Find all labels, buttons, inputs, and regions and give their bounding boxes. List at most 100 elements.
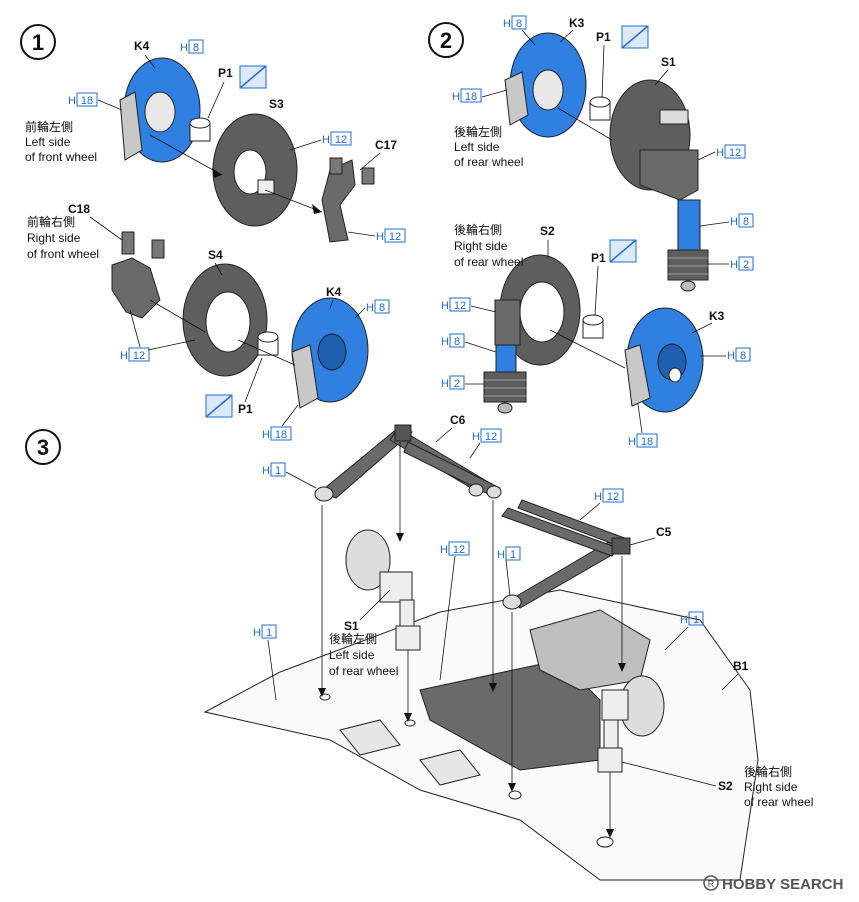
svg-text:1: 1: [266, 627, 272, 639]
label-s4: S4: [208, 248, 223, 262]
caliper-bottom: [291, 344, 319, 409]
svg-text:12: 12: [607, 491, 619, 503]
hcode-h18: H 18: [452, 88, 482, 103]
svg-text:H: H: [503, 18, 511, 30]
svg-text:12: 12: [454, 300, 466, 312]
spring-seat-s2: [483, 371, 527, 403]
svg-text:18: 18: [275, 429, 287, 441]
svg-text:H: H: [180, 42, 188, 54]
hcode-h18: H 18: [628, 433, 658, 448]
label-b1: B1: [733, 659, 749, 673]
svg-text:Left side: Left side: [454, 140, 500, 154]
svg-text:1: 1: [693, 614, 699, 626]
hobby-search-logo: R HOBBY SEARCH: [703, 875, 843, 893]
svg-text:of rear wheel: of rear wheel: [454, 255, 523, 269]
caption-step3-rear-left: 後輪左側 Left side of rear wheel: [329, 631, 398, 678]
step-2-number: 2: [440, 28, 452, 53]
svg-text:of rear wheel: of rear wheel: [329, 664, 398, 678]
hub-s1-step3: [345, 529, 421, 651]
svg-text:Left side: Left side: [329, 648, 375, 662]
svg-text:12: 12: [485, 431, 497, 443]
step-1-badge: 1: [20, 24, 56, 60]
svg-text:H: H: [441, 300, 449, 312]
hcode-h8: H 8: [727, 347, 751, 362]
label-k3: K3: [569, 16, 585, 30]
svg-text:H: H: [628, 436, 636, 448]
strut-s2: [495, 344, 517, 376]
svg-text:H: H: [322, 134, 330, 146]
svg-text:8: 8: [516, 18, 522, 30]
caption-rear-left: 後輪左側 Left side of rear wheel: [454, 124, 523, 169]
label-p1: P1: [218, 66, 233, 80]
svg-text:H: H: [441, 378, 449, 390]
hub-s2-step3: [597, 675, 665, 773]
svg-text:8: 8: [454, 336, 460, 348]
hcode-h1: H 1: [497, 546, 521, 561]
arm-c5: [501, 499, 631, 610]
label-p1: P1: [596, 30, 611, 44]
svg-text:H: H: [68, 95, 76, 107]
spacer-p1: [582, 314, 604, 339]
no-glue-icon: [621, 25, 649, 49]
hcode-h2: H 2: [730, 256, 754, 271]
spacer-p1: [189, 117, 211, 142]
svg-text:12: 12: [389, 231, 401, 243]
label-k4: K4: [326, 285, 342, 299]
svg-text:8: 8: [743, 216, 749, 228]
watermark-text: HOBBY SEARCH: [722, 876, 843, 893]
svg-text:後輪左側: 後輪左側: [329, 631, 377, 646]
label-s1: S1: [344, 619, 359, 633]
label-k3: K3: [709, 309, 725, 323]
disc-s4-hole: [205, 291, 251, 353]
label-s3: S3: [269, 97, 284, 111]
caption-front-left: 前輪左側 Left side of front wheel: [25, 119, 97, 164]
rotor-hub: [144, 91, 176, 133]
hcode-h18: H 18: [262, 426, 292, 441]
step-circle-icon: [428, 22, 464, 58]
label-k4: K4: [134, 39, 150, 53]
caption-step3-rear-right: 後輪右側 Right side of rear wheel: [744, 764, 813, 809]
s3-tab: [257, 179, 275, 195]
hcode-h12: H 12: [472, 428, 502, 443]
hcode-h1: H 1: [680, 611, 704, 626]
hcode-h8: H 8: [366, 299, 390, 314]
assembly-line: [149, 134, 223, 176]
hcode-h12: H 12: [594, 488, 624, 503]
svg-text:12: 12: [453, 544, 465, 556]
svg-text:18: 18: [465, 91, 477, 103]
svg-text:H: H: [452, 91, 460, 103]
svg-text:H: H: [727, 350, 735, 362]
strut-s1: [677, 199, 701, 253]
caption-front-right: 前輪右側 Right side of front wheel: [27, 214, 99, 261]
label-c18: C18: [68, 202, 90, 216]
step-3-badge: 3: [25, 429, 61, 465]
label-p1: P1: [591, 251, 606, 265]
svg-text:12: 12: [335, 134, 347, 146]
svg-text:Right side: Right side: [454, 239, 508, 253]
svg-text:H: H: [730, 259, 738, 271]
spacer-p1: [257, 331, 279, 356]
svg-text:18: 18: [641, 436, 653, 448]
rear-right-assembly: 後輪右側 Right side of rear wheel S2 P1 H 12…: [441, 222, 751, 448]
svg-text:Right side: Right side: [27, 231, 81, 245]
svg-text:H: H: [716, 147, 724, 159]
step-2-badge: 2: [428, 22, 464, 58]
hcode-h12: H 12: [440, 541, 470, 556]
hcode-h1: H 1: [262, 462, 286, 477]
no-glue-icon: [239, 65, 267, 89]
caliper-rear-bottom: [624, 344, 651, 407]
front-left-assembly: K4 H 8 H 18 P1 S3 H 12 C17 H 12: [25, 39, 406, 243]
hcode-h8: H 8: [730, 213, 754, 228]
label-s1: S1: [661, 55, 676, 69]
caliper-top: [119, 91, 143, 161]
spring-seat-s1: [667, 249, 709, 281]
hcode-h2: H 2: [441, 375, 465, 390]
no-glue-icon: [609, 239, 637, 263]
svg-text:1: 1: [510, 549, 516, 561]
hcode-h8: H 8: [441, 333, 465, 348]
svg-text:H: H: [366, 302, 374, 314]
caption-rear-right: 後輪右側 Right side of rear wheel: [454, 222, 523, 269]
svg-text:12: 12: [133, 350, 145, 362]
svg-text:2: 2: [454, 378, 460, 390]
